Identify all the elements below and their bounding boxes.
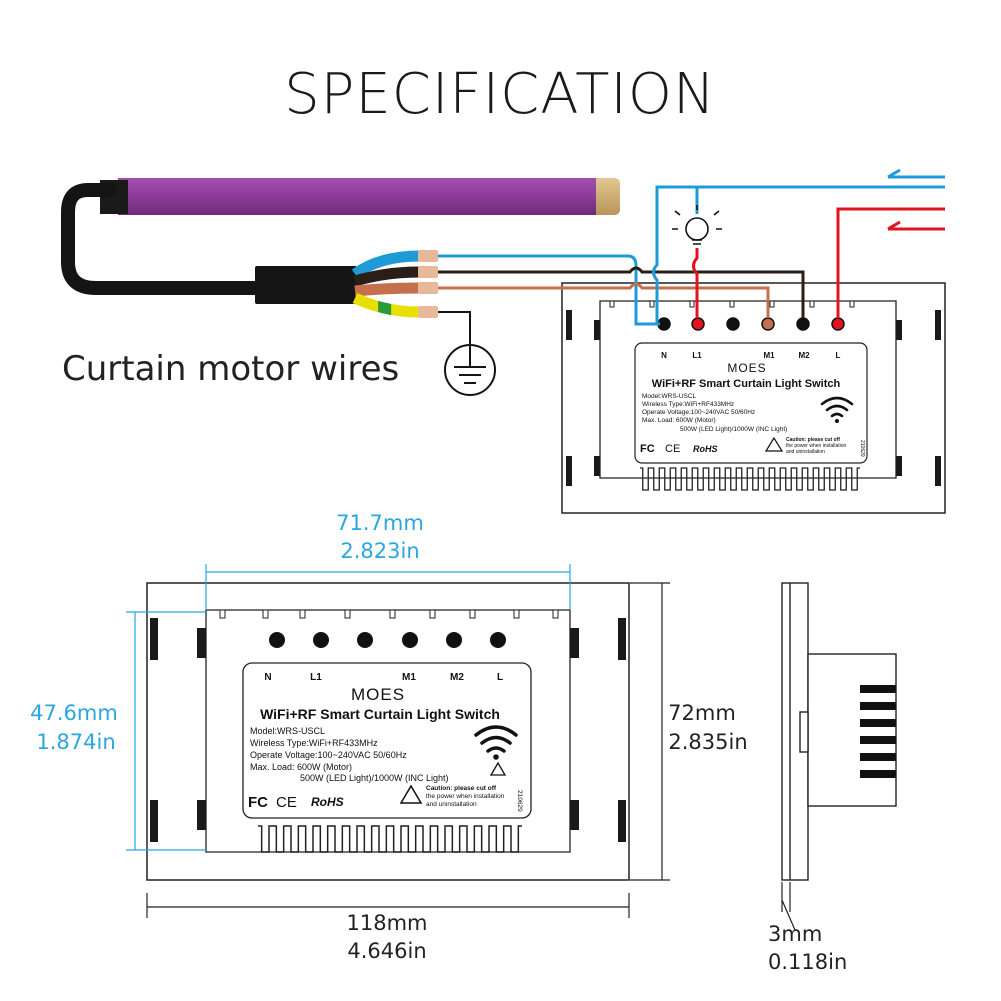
curtain-motor [61, 178, 620, 304]
terminal-label-n: N [264, 672, 271, 683]
rohs-mark: RoHS [311, 795, 344, 809]
ce-mark: CE [276, 794, 297, 811]
top-ce-mark: CE [665, 443, 680, 455]
terminal-label-l1: L1 [310, 672, 322, 683]
top-load-light: 500W (LED Light)/1000W (INC Light) [680, 426, 787, 433]
top-date-code: 210629 [859, 440, 865, 457]
wifi-icon [474, 725, 518, 753]
top-caution-icon [764, 436, 784, 452]
caution-line-2: the power when installation [426, 793, 505, 800]
front-product-label [242, 662, 532, 819]
caution-line-1: Caution: please cut off [426, 785, 497, 792]
terminal-label-m2: M2 [450, 672, 464, 683]
motor-end-cap [596, 178, 620, 215]
inner-width-in: 2.823in [340, 539, 419, 563]
dimension-lines [126, 564, 571, 851]
fc-mark: FC [248, 794, 268, 811]
width-mm: 118mm [347, 911, 428, 935]
top-rohs-mark: RoHS [693, 444, 718, 454]
front-vent-fins [258, 825, 522, 853]
supply-arrows [887, 168, 945, 231]
top-fc-mark: FC [640, 443, 655, 455]
page-title: SPECIFICATION [284, 62, 716, 127]
product-name: WiFi+RF Smart Curtain Light Switch [260, 706, 500, 722]
motor-wires-label: Curtain motor wires [62, 349, 399, 389]
date-code: 210629 [516, 790, 523, 812]
width-in: 4.646in [347, 939, 426, 963]
top-load-motor: Max. Load: 600W (Motor) [642, 417, 716, 424]
product-wireless: Wireless Type:WiFi+RF433MHz [250, 738, 378, 748]
top-terminal-label-m1: M1 [763, 351, 775, 360]
top-caution-1: Caution: please cut off [786, 437, 840, 443]
top-terminal-label-l1: L1 [692, 351, 702, 360]
side-view [781, 582, 897, 881]
top-brand-logo: MOES [727, 361, 766, 375]
height-mm: 72mm [668, 701, 736, 725]
top-terminal-label-l: L [836, 351, 841, 360]
caution-line-3: and uninstallation [426, 801, 477, 808]
cable-sleeve [255, 266, 357, 304]
thickness-mm: 3mm [768, 922, 822, 946]
wiring [438, 185, 945, 326]
product-load-motor: Max. Load: 600W (Motor) [250, 762, 352, 772]
top-wifi-icon [820, 396, 854, 418]
top-caution-2: the power when installation [786, 443, 847, 449]
product-load-light: 500W (LED Light)/1000W (INC Light) [300, 773, 449, 783]
top-terminal-label-m2: M2 [798, 351, 810, 360]
motor-cable [61, 183, 265, 295]
terminal-label-m1: M1 [402, 672, 416, 683]
height-in: 2.835in [668, 730, 747, 754]
light-bulb-icon [672, 205, 722, 245]
top-caution-3: and uninstallation [786, 449, 825, 455]
thickness-in: 0.118in [768, 950, 847, 974]
brand-logo: MOES [351, 685, 405, 704]
inner-width-mm: 71.7mm [336, 511, 424, 535]
earth-ground [438, 311, 496, 396]
side-fins [860, 685, 896, 778]
top-product-name: WiFi+RF Smart Curtain Light Switch [652, 378, 841, 390]
front-view: N L1 M1 M2 L MOES WiFi+RF Smart Curtain … [146, 582, 630, 881]
top-model: Model:WRS-USCL [642, 393, 697, 400]
motor-tube [118, 178, 598, 215]
inner-height-mm: 47.6mm [30, 701, 118, 725]
terminal-label-l: L [497, 672, 503, 683]
product-voltage: Operate Voltage:100~240VAC 50/60Hz [250, 750, 407, 760]
top-wireless: Wireless Type:WiFi+RF433MHz [642, 401, 734, 408]
product-model: Model:WRS-USCL [250, 726, 325, 736]
inner-height-in: 1.874in [36, 730, 115, 754]
warning-icon [489, 761, 507, 776]
front-terminals [269, 632, 506, 648]
caution-icon [399, 784, 423, 804]
top-voltage: Operate Voltage:100~240VAC 50/60Hz [642, 409, 755, 416]
wiring-switch-top: N L1 M1 M2 L MOES WiFi+RF Smart Curtain … [561, 282, 946, 514]
top-terminal-label-n: N [661, 351, 667, 360]
motor-conductors [351, 250, 438, 318]
